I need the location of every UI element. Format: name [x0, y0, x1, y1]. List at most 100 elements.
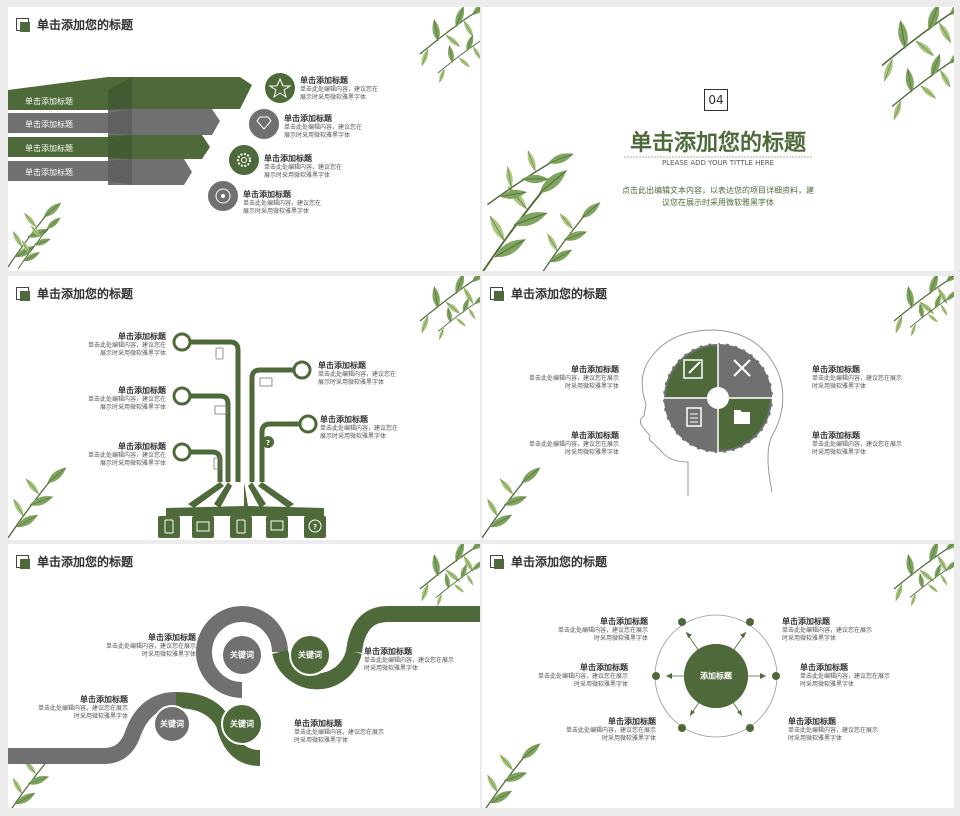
list-item[interactable]: 单击添加标题单击此处编辑内容，建议您在展示时采用微软雅黑字体	[558, 616, 648, 642]
item-body: 时采用微软雅黑字体	[73, 712, 128, 720]
tools-icon	[733, 359, 751, 377]
item-body: 单击此处编辑内容，建议您在	[87, 342, 166, 349]
item-body: 时采用微软雅黑字体	[364, 664, 419, 672]
keyword-label[interactable]: 关键词	[298, 650, 322, 660]
slide-4-graphic	[482, 276, 954, 540]
slide-6-header: 单击添加您的标题	[490, 553, 607, 570]
slide-title: 单击添加您的标题	[37, 18, 134, 32]
bar-label[interactable]: 单击添加标题	[25, 97, 73, 106]
list-item[interactable]: 单击添加标题单击此处编辑内容，建议您在展示时采用微软雅黑字体	[88, 331, 166, 357]
item-body: 单击此处编辑内容，建议您在	[243, 200, 322, 207]
list-item[interactable]: 单击添加标题单击此处编辑内容，建议您在展示时采用微软雅黑字体	[38, 694, 128, 720]
bar-label[interactable]: 单击添加标题	[25, 120, 73, 129]
body-line: 议您在展示时采用微软雅黑字体	[662, 198, 774, 207]
keyword-label[interactable]: 关键词	[230, 719, 254, 729]
list-item[interactable]: 单击添加标题单击此处编辑内容，建议您在展示时采用微软雅黑字体	[812, 364, 902, 390]
item-title: 单击添加标题	[571, 431, 619, 440]
item-title: 单击添加标题	[600, 617, 648, 626]
list-item[interactable]: 单击添加标题单击此处编辑内容，建议您在展示时采用微软雅黑字体	[106, 632, 196, 658]
list-item[interactable]: 单击添加标题单击此处编辑内容，建议您在展示时采用微软雅黑字体	[294, 718, 384, 744]
item-body: 单击此处编辑内容，建议您在展示	[37, 705, 128, 712]
slide-5-graphic	[8, 544, 480, 808]
tablet-icon	[213, 457, 222, 470]
list-item[interactable]: 单击添加标题单击此处编辑内容，建议您在展示时采用微软雅黑字体	[88, 441, 166, 467]
item-body: 单击此处编辑内容，建议您在	[300, 86, 379, 93]
item-body: 单击此处编辑内容，建议您在	[318, 371, 397, 378]
slide-title: 单击添加您的标题	[37, 287, 134, 301]
item-body: 单击此处编辑内容，建议您在展示	[812, 441, 903, 448]
item-body: 单击此处编辑内容，建议您在展示	[105, 643, 196, 650]
svg-text:?: ?	[313, 523, 317, 531]
slide-2[interactable]: 04 单击添加您的标题 PLEASE ADD YOUR TITTLE HERE …	[482, 7, 954, 271]
item-body: 展示时采用微软雅黑字体	[318, 378, 385, 386]
slide-1-graphic	[8, 7, 480, 271]
item-title: 单击添加标题	[294, 719, 342, 728]
list-item[interactable]: 单击添加标题单击此处编辑内容，建议您在展示时采用微软雅黑字体	[88, 385, 166, 411]
list-item[interactable]: 单击添加标题单击此处编辑内容，建议您在展示时采用微软雅黑字体	[788, 716, 878, 742]
head-outline	[639, 329, 784, 496]
center-title[interactable]: 添加标题	[700, 671, 732, 681]
slide-6-graphic	[482, 544, 954, 808]
item-body: 单击此处编辑内容，建议您在	[284, 124, 363, 131]
item-title: 单击添加标题	[608, 717, 656, 726]
item-title: 单击添加标题	[320, 415, 368, 424]
folder-icon	[734, 410, 750, 424]
item-title: 单击添加标题	[782, 617, 830, 626]
list-item[interactable]: 单击添加标题单击此处编辑内容，建议您在展示时采用微软雅黑字体	[243, 189, 321, 215]
item-title: 单击添加标题	[148, 633, 196, 642]
list-item[interactable]: 单击添加标题单击此处编辑内容，建议您在展示时采用微软雅黑字体	[782, 616, 872, 642]
item-title: 单击添加标题	[243, 190, 291, 199]
phone-icon	[164, 519, 174, 534]
item-title: 单击添加标题	[318, 361, 366, 370]
item-title: 单击添加标题	[118, 442, 166, 451]
item-body: 展示时采用微软雅黑字体	[264, 171, 331, 179]
slide-6[interactable]: 单击添加您的标题 添加标题 单击添加标题单击此处编辑内容，建议您在展示时采用微软…	[482, 544, 954, 808]
list-item[interactable]: 单击添加标题单击此处编辑内容，建议您在展示时采用微软雅黑字体	[529, 430, 619, 456]
slide-4[interactable]: 单击添加您的标题 单击添加标题单击此处编辑内容，建议您在展示时采用微软雅黑字体 …	[482, 276, 954, 540]
list-item[interactable]: 单击添加标题单击此处编辑内容，建议您在展示时采用微软雅黑字体	[318, 360, 396, 386]
keyword-label[interactable]: 关键词	[160, 719, 184, 729]
item-body: 时采用微软雅黑字体	[573, 680, 628, 688]
item-body: 时采用微软雅黑字体	[782, 634, 837, 642]
item-body: 时采用微软雅黑字体	[564, 448, 619, 456]
item-body: 展示时采用微软雅黑字体	[284, 131, 351, 139]
list-item[interactable]: 单击添加标题单击此处编辑内容，建议您在展示时采用微软雅黑字体	[566, 716, 656, 742]
slide-1[interactable]: 单击添加您的标题 单击添加标题 单击添加标题 单击添加标题 单击添加标题 单击添…	[8, 7, 480, 271]
star-icon	[268, 77, 292, 99]
section-body[interactable]: 点击此出编辑文本内容，以表达您的项目详细资料，建议您在展示时采用微软雅黑字体	[482, 185, 954, 209]
item-body: 单击此处编辑内容，建议您在展示	[782, 627, 873, 634]
list-item[interactable]: 单击添加标题单击此处编辑内容，建议您在展示时采用微软雅黑字体	[284, 113, 362, 139]
item-title: 单击添加标题	[284, 114, 332, 123]
list-item[interactable]: 单击添加标题单击此处编辑内容，建议您在展示时采用微软雅黑字体	[364, 646, 454, 672]
bar-label[interactable]: 单击添加标题	[25, 144, 73, 153]
card-icon	[196, 521, 210, 532]
item-body: 单击此处编辑内容，建议您在展示	[788, 727, 879, 734]
item-body: 展示时采用微软雅黑字体	[243, 207, 310, 215]
list-item[interactable]: 单击添加标题单击此处编辑内容，建议您在展示时采用微软雅黑字体	[529, 364, 619, 390]
list-item[interactable]: 单击添加标题单击此处编辑内容，建议您在展示时采用微软雅黑字体	[320, 414, 398, 440]
list-item[interactable]: 单击添加标题单击此处编辑内容，建议您在展示时采用微软雅黑字体	[812, 430, 902, 456]
item-body: 展示时采用微软雅黑字体	[300, 93, 367, 101]
item-body: 单击此处编辑内容，建议您在	[87, 452, 166, 459]
item-body: 单击此处编辑内容，建议您在展示	[364, 657, 455, 664]
item-body: 单击此处编辑内容，建议您在展示	[528, 441, 619, 448]
list-item[interactable]: 单击添加标题单击此处编辑内容，建议您在展示时采用微软雅黑字体	[264, 153, 342, 179]
slide-5[interactable]: 单击添加您的标题 关键词 关键词 关键词 关键词 单击添加标题单击此处编辑内容，…	[8, 544, 480, 808]
help-icon	[308, 519, 322, 533]
item-body: 时采用微软雅黑字体	[141, 650, 196, 658]
slide-3[interactable]: ? ? 单击添加您的标题 单击添加标题单击此处编辑内容，建议您在展示时采用微软雅…	[8, 276, 480, 540]
item-title: 单击添加标题	[580, 663, 628, 672]
section-title[interactable]: 单击添加您的标题	[629, 131, 806, 156]
keyword-label[interactable]: 关键词	[230, 650, 254, 660]
item-body: 时采用微软雅黑字体	[812, 448, 867, 456]
title-mark-icon	[490, 554, 504, 569]
monitor-icon	[270, 520, 284, 531]
item-title: 单击添加标题	[118, 332, 166, 341]
svg-text:?: ?	[266, 439, 270, 447]
item-body: 时采用微软雅黑字体	[812, 382, 867, 390]
list-item[interactable]: 单击添加标题单击此处编辑内容，建议您在展示时采用微软雅黑字体	[800, 662, 890, 688]
list-item[interactable]: 单击添加标题单击此处编辑内容，建议您在展示时采用微软雅黑字体	[300, 75, 378, 101]
list-item[interactable]: 单击添加标题单击此处编辑内容，建议您在展示时采用微软雅黑字体	[538, 662, 628, 688]
bar-label[interactable]: 单击添加标题	[25, 168, 73, 177]
item-title: 单击添加标题	[812, 365, 860, 374]
